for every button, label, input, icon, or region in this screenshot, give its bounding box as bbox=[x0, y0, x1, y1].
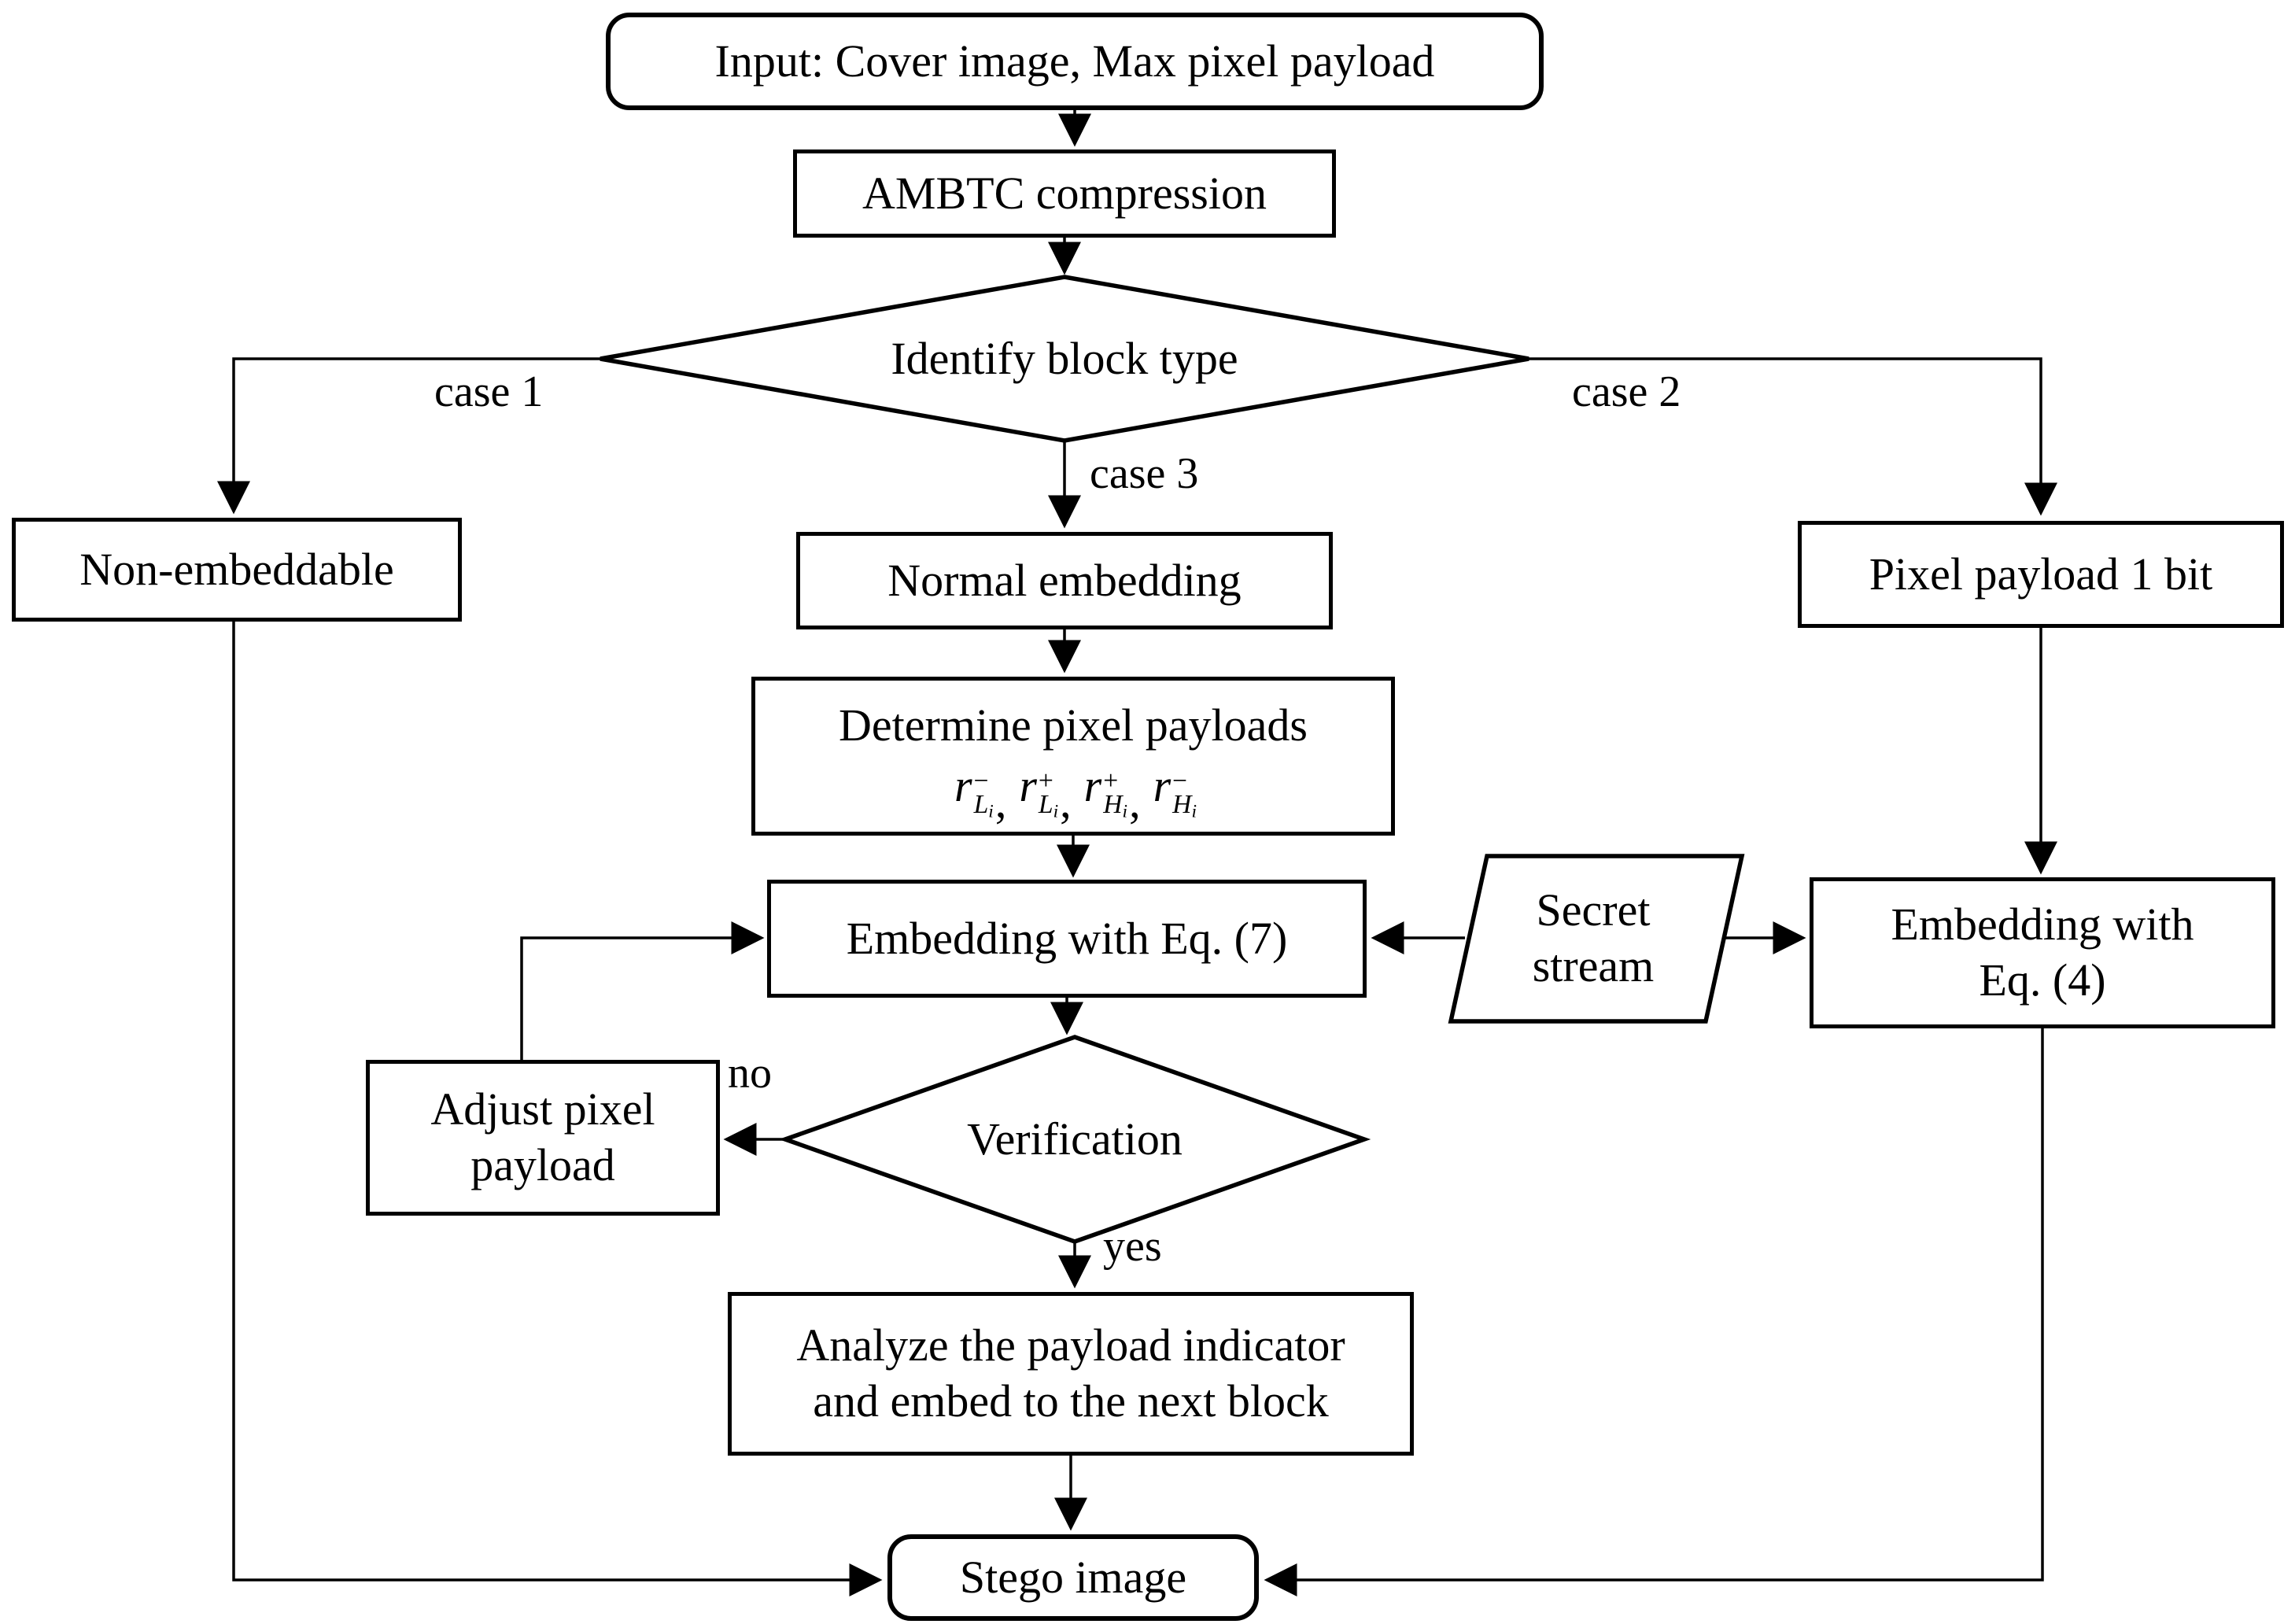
edge-label-case1: case 1 bbox=[434, 367, 544, 416]
edge-identify-case1-to-nonembeddable bbox=[217, 357, 600, 515]
adjust-line1: Adjust pixel bbox=[430, 1083, 655, 1135]
node-adjust-pixel-payload: Adjust pixel payload bbox=[366, 1060, 720, 1216]
pixel-payload-1bit-label: Pixel payload 1 bit bbox=[1869, 548, 2213, 600]
edge-label-yes: yes bbox=[1103, 1222, 1162, 1271]
node-secret-stream: Secret stream bbox=[1463, 864, 1723, 1013]
embedding-eq4-line2: Eq. (4) bbox=[1979, 954, 2106, 1006]
adjust-line2: payload bbox=[470, 1139, 615, 1190]
edge-nonembeddable-to-stego bbox=[232, 622, 883, 1596]
analyze-line2: and embed to the next block bbox=[813, 1375, 1329, 1427]
node-stego-image: Stego image bbox=[887, 1534, 1259, 1621]
payload-formula: r−Li,r+Li,r+Hi,r−Hi bbox=[954, 760, 1197, 828]
verification-diamond bbox=[778, 1035, 1371, 1244]
normal-embedding-label: Normal embedding bbox=[887, 554, 1242, 606]
node-verification: Verification bbox=[839, 1100, 1311, 1179]
edge-identify-case2-to-pixelpayload bbox=[1529, 357, 2057, 516]
edge-label-no: no bbox=[728, 1049, 772, 1098]
node-pixel-payload-1bit: Pixel payload 1 bit bbox=[1798, 521, 2284, 628]
identify-label: Identify block type bbox=[891, 332, 1238, 384]
node-embedding-eq4: Embedding with Eq. (4) bbox=[1810, 877, 2275, 1028]
edge-eq4-to-stego bbox=[1264, 1028, 2044, 1596]
verification-label: Verification bbox=[967, 1113, 1183, 1164]
node-non-embeddable: Non-embeddable bbox=[12, 518, 462, 622]
node-analyze-indicator: Analyze the payload indicator and embed … bbox=[728, 1292, 1414, 1456]
node-ambtc-compression: AMBTC compression bbox=[793, 149, 1336, 238]
secret-stream-line2: stream bbox=[1532, 940, 1655, 991]
non-embeddable-label: Non-embeddable bbox=[79, 543, 394, 595]
edge-adjust-loop-to-eq7 bbox=[520, 921, 765, 1060]
embedding-eq7-label: Embedding with Eq. (7) bbox=[846, 912, 1288, 964]
stego-label: Stego image bbox=[959, 1551, 1187, 1603]
identify-diamond bbox=[600, 275, 1529, 443]
ambtc-label: AMBTC compression bbox=[862, 167, 1267, 219]
node-input-terminator: Input: Cover image, Max pixel payload bbox=[606, 13, 1544, 110]
embedding-eq4-line1: Embedding with bbox=[1891, 899, 2194, 950]
secret-stream-parallelogram bbox=[1448, 854, 1745, 1024]
node-embedding-eq7: Embedding with Eq. (7) bbox=[767, 880, 1367, 998]
analyze-line1: Analyze the payload indicator bbox=[796, 1320, 1345, 1371]
input-label: Input: Cover image, Max pixel payload bbox=[714, 35, 1435, 87]
edge-label-case2: case 2 bbox=[1572, 367, 1681, 416]
determine-label: Determine pixel payloads bbox=[839, 699, 1308, 751]
edge-label-case3: case 3 bbox=[1090, 449, 1199, 498]
node-normal-embedding: Normal embedding bbox=[796, 532, 1333, 629]
secret-stream-line1: Secret bbox=[1536, 884, 1651, 936]
node-identify-block-type: Identify block type bbox=[758, 319, 1371, 398]
node-determine-pixel-payloads: Determine pixel payloads r−Li,r+Li,r+Hi,… bbox=[751, 677, 1395, 836]
